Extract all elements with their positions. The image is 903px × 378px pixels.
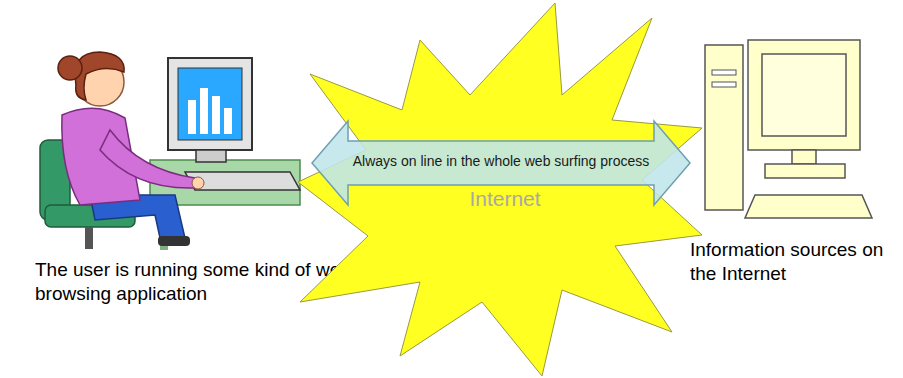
user-clipart	[40, 52, 300, 250]
starburst-outline	[298, 3, 702, 376]
information-source-node: Information sources on the Internet	[690, 30, 903, 305]
double-block-arrow	[312, 121, 690, 205]
node-text: Internet	[435, 186, 575, 211]
node-text: Information sources on the Internet	[690, 238, 885, 286]
edge-label: Always on line in the whole web surfing …	[311, 153, 691, 170]
server-clipart	[705, 40, 872, 218]
user-node: The user is running some kind of web bro…	[30, 10, 312, 310]
internet-starburst: Internet	[295, 0, 715, 378]
